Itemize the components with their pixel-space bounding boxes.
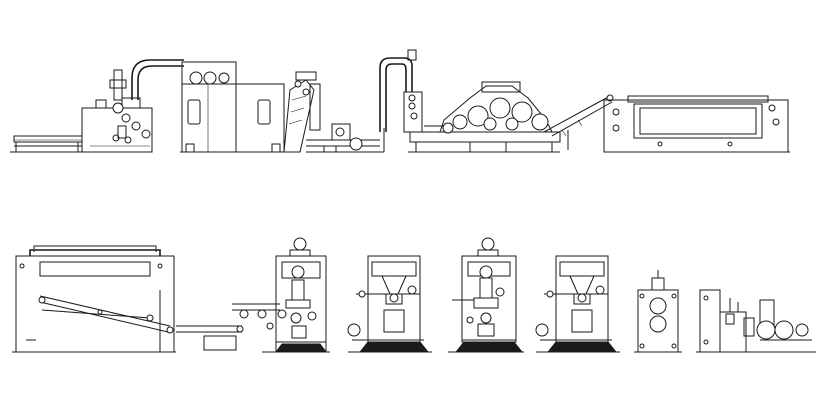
winder-unit (696, 289, 816, 353)
inclined-conveyor (283, 71, 321, 153)
cross-lapper (603, 95, 790, 153)
feed-table (10, 135, 84, 153)
carding-machine (379, 49, 561, 153)
opening-cabinet (180, 61, 286, 153)
needle-loom-2 (347, 255, 432, 353)
chute-feeder (306, 123, 385, 153)
calender-unit (634, 270, 682, 353)
needle-loom-3 (448, 237, 524, 353)
needle-loom-1 (232, 237, 330, 353)
hopper-feeder (81, 59, 184, 153)
lapper-conveyor (12, 245, 244, 353)
needle-loom-4 (535, 255, 620, 353)
